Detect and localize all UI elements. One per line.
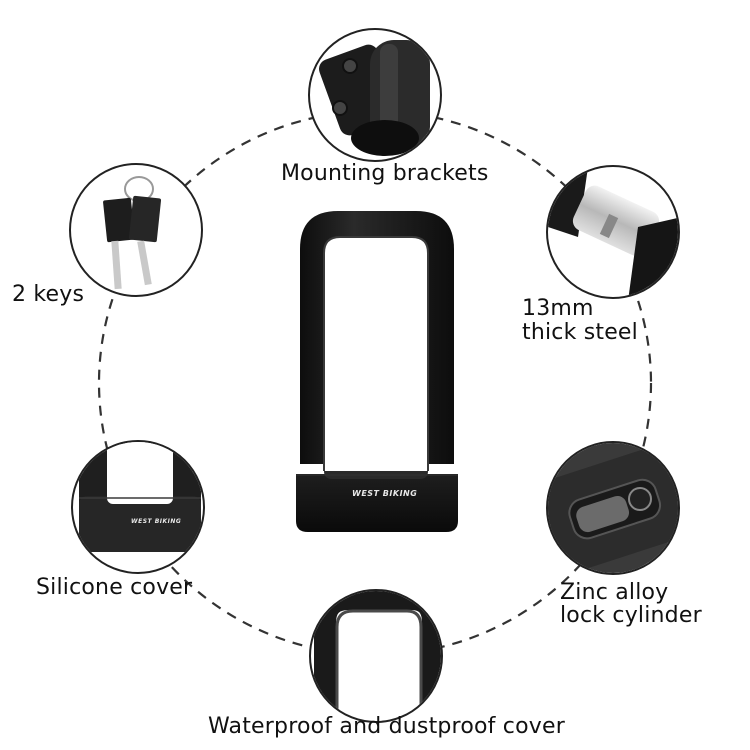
callout-silicone-cover: WEST BIKING [71, 440, 205, 574]
label-waterproof-cover: Waterproof and dustproof cover [208, 714, 565, 739]
label-cylinder-line2: lock cylinder [560, 603, 702, 628]
callout-steel [546, 165, 680, 299]
brand-logo-text: WEST BIKING [352, 489, 418, 498]
label-mounting-brackets: Mounting brackets [281, 161, 489, 186]
lock-cylinder-icon [548, 443, 678, 573]
u-lock-icon [296, 211, 458, 532]
silicone-cover-brand-text: WEST BIKING [131, 518, 182, 525]
silicone-cover-icon [79, 442, 201, 552]
callout-lock-cylinder [546, 441, 680, 575]
callout-mounting-brackets [308, 28, 442, 162]
u-lock-product-image: WEST BIKING [294, 209, 460, 534]
callout-keys [69, 163, 203, 297]
callout-waterproof-cover [309, 589, 443, 723]
steel-bar-icon [548, 167, 678, 297]
label-keys: 2 keys [12, 282, 85, 307]
label-silicone-cover: Silicone cover [36, 575, 193, 600]
keys-icon [103, 176, 162, 290]
label-cylinder-line1: Zinc alloy [560, 580, 669, 605]
waterproof-cover-icon [314, 591, 441, 721]
label-steel-line2: thick steel [522, 320, 638, 345]
mounting-bracket-icon [319, 40, 430, 156]
label-steel-line1: 13mm [522, 296, 594, 321]
